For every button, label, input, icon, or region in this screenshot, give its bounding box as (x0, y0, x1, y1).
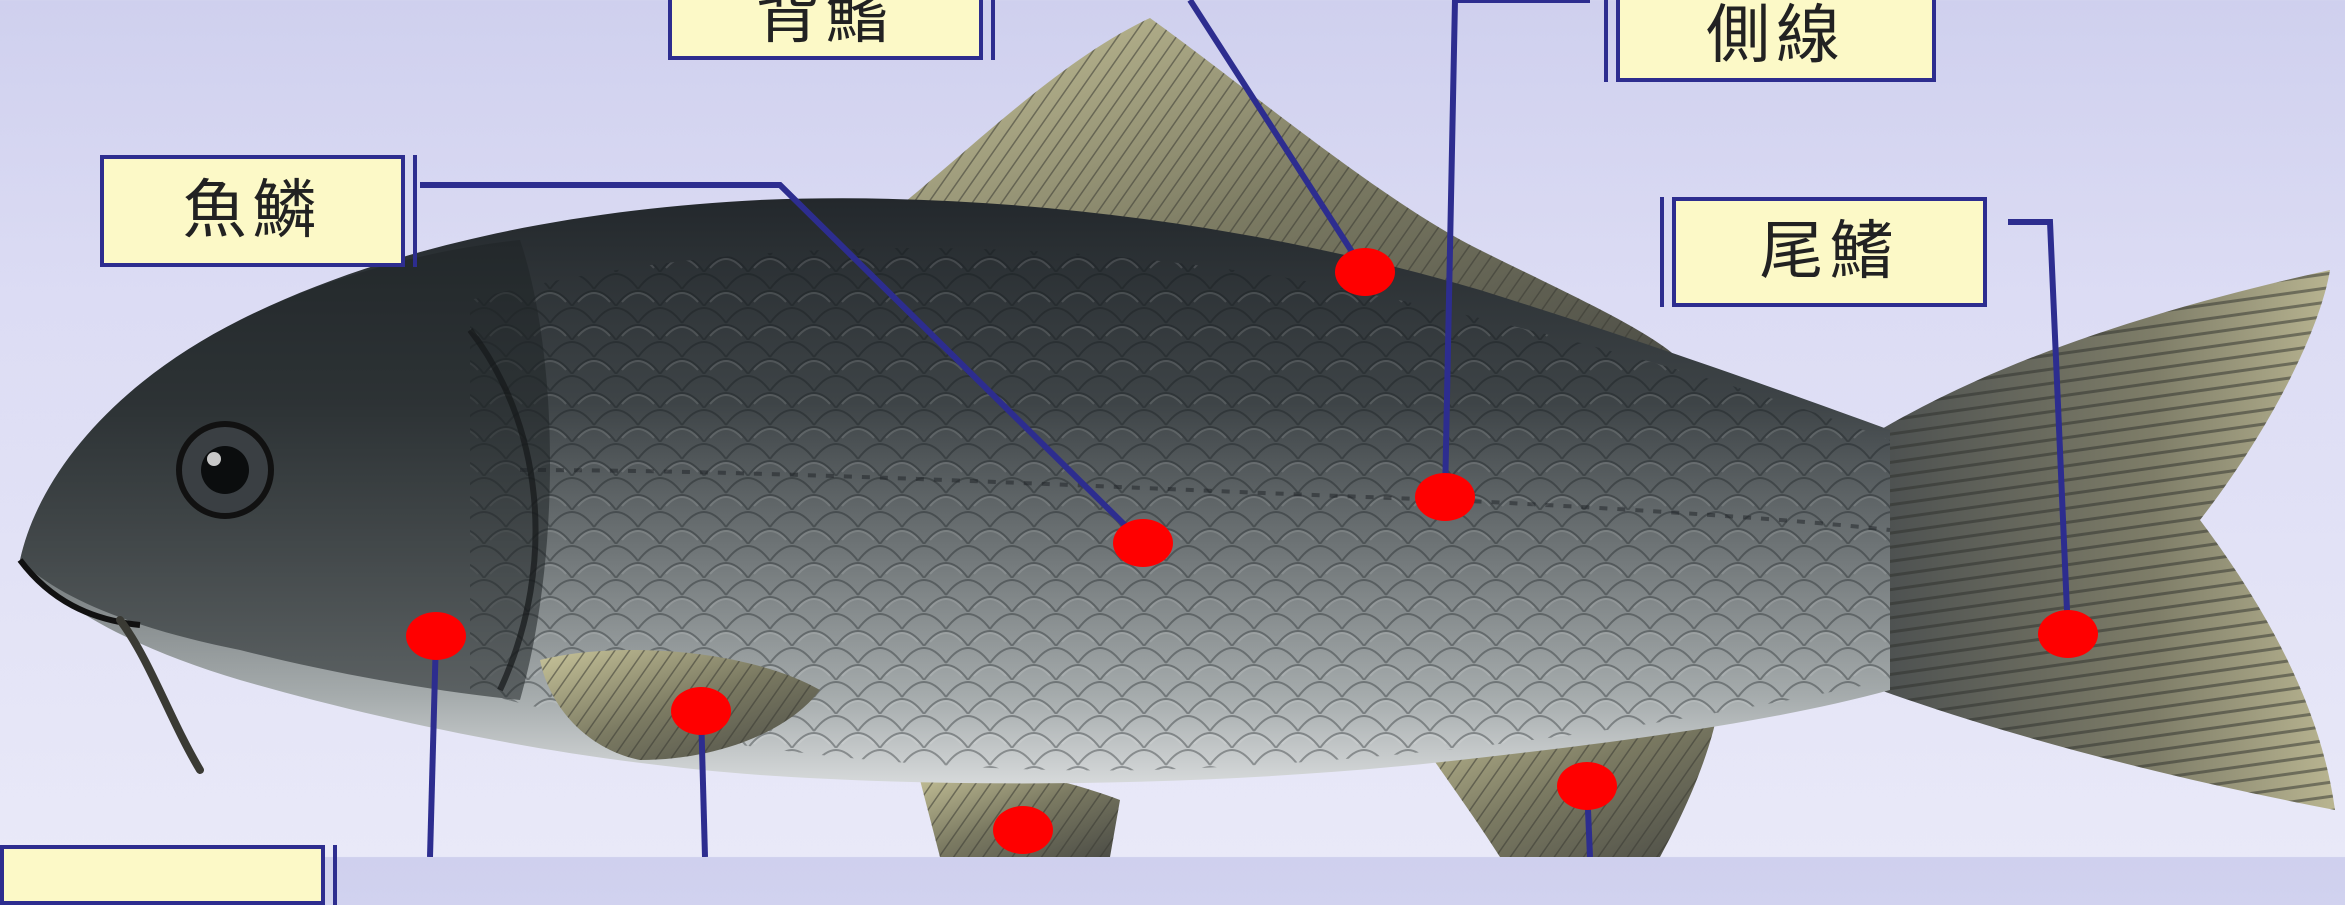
label-bottom-left (0, 845, 325, 905)
marker-tail-fin (2038, 610, 2098, 658)
marker-pelvic-fin (993, 806, 1053, 854)
label-scales-text: 魚鱗 (183, 179, 323, 243)
marker-gill (406, 612, 466, 660)
label-tail-fin: 尾鰭 (1672, 197, 1987, 307)
label-tail-fin-text: 尾鰭 (1760, 220, 1900, 284)
marker-dorsal-fin (1335, 248, 1395, 296)
marker-pectoral-fin (671, 687, 731, 735)
marker-scales (1113, 519, 1173, 567)
tail-fin (1880, 270, 2335, 810)
label-scales: 魚鱗 (100, 155, 405, 267)
marker-anal-fin (1557, 762, 1617, 810)
carp-anatomy-diagram (0, 0, 2345, 857)
label-lateral-line: 側線 (1616, 0, 1936, 82)
marker-lateral-line (1415, 473, 1475, 521)
fish-body (20, 198, 1890, 783)
label-dorsal-fin: 背鰭 (668, 0, 983, 60)
label-dorsal-fin-text: 背鰭 (756, 0, 896, 48)
label-lateral-line-text: 側線 (1706, 4, 1846, 68)
